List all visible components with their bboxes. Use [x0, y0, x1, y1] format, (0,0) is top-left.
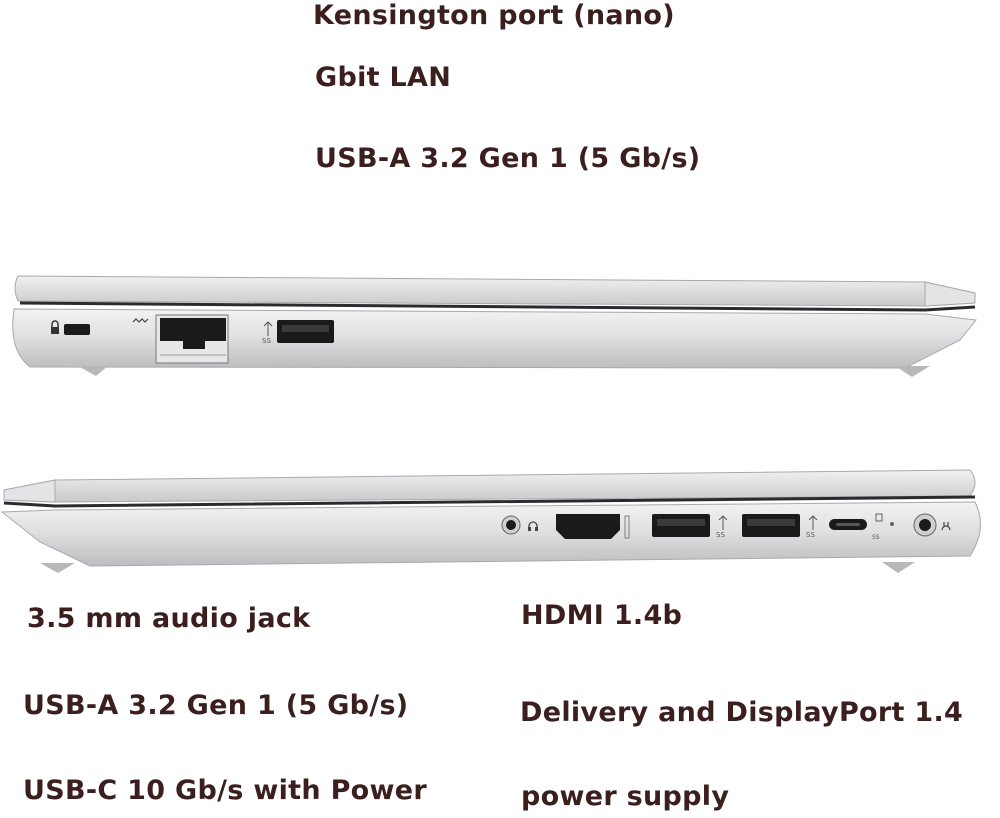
laptop-left-side: [12, 275, 977, 377]
label-usb-a-right: USB-A 3.2 Gen 1 (5 Gb/s): [23, 690, 409, 721]
svg-text:SS: SS: [872, 534, 880, 541]
usb-superspeed-icon: SS: [716, 515, 728, 539]
kensington-slot: [64, 324, 90, 335]
usb-c-displayport-icon: SS: [872, 513, 883, 541]
label-gbit-lan: Gbit LAN: [315, 62, 452, 93]
usb-superspeed-icon: SS: [262, 321, 273, 345]
svg-text:SS: SS: [806, 531, 815, 539]
power-plug-icon: [941, 522, 951, 531]
svg-text:SS: SS: [716, 531, 725, 539]
hdmi-logo-icon: [624, 515, 630, 539]
laptop-right-side: [0, 469, 981, 573]
usb-charging-icon: SS: [806, 515, 818, 539]
label-usb-c: USB-C 10 Gb/s with Power: [23, 775, 427, 806]
headphone-icon: [528, 521, 538, 531]
label-delivery-displayport: Delivery and DisplayPort 1.4: [520, 697, 964, 728]
hdmi-port: [556, 514, 620, 539]
lan-icon: [132, 318, 149, 323]
lock-icon: [51, 320, 59, 334]
label-kensington-port: Kensington port (nano): [313, 0, 675, 31]
label-power-supply: power supply: [521, 781, 730, 812]
label-hdmi: HDMI 1.4b: [521, 600, 683, 631]
ethernet-port: [155, 314, 229, 364]
audio-jack-port: [501, 515, 521, 535]
label-usb-a-left: USB-A 3.2 Gen 1 (5 Gb/s): [315, 143, 701, 174]
power-supply-port: [913, 513, 937, 537]
label-audio-jack: 3.5 mm audio jack: [27, 603, 311, 634]
svg-text:SS: SS: [262, 337, 271, 345]
charging-indicator-led: [890, 522, 894, 526]
